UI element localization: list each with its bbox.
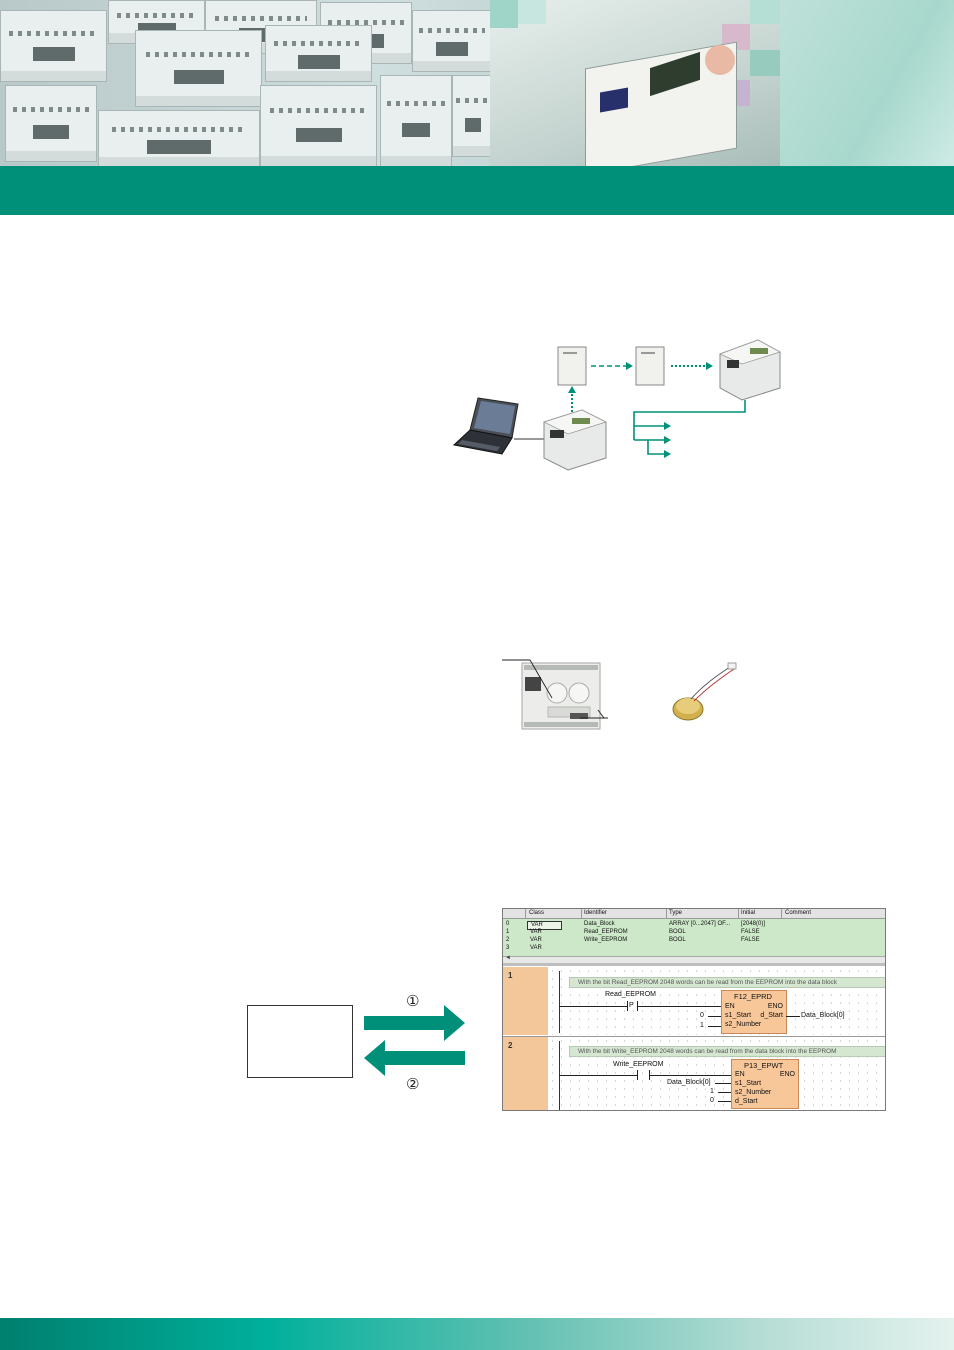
block-name: P13_EPWT [744,1061,784,1070]
function-block-p13-epwt[interactable]: P13_EPWT EN ENO s1_Start s2_Number d_Sta… [731,1059,799,1109]
write-arrow-left [364,1040,465,1076]
input-value: 1 [710,1088,714,1095]
class-cell[interactable]: VAR [527,921,562,930]
pin-d-start: d_Start [760,1012,783,1019]
network-number: 2 [508,1041,513,1050]
ladder-network-2[interactable]: 2 With the bit Write_EEPROM 2048 words c… [503,1036,885,1110]
pin-eno: ENO [779,1071,795,1078]
banner-product-photo [490,0,780,176]
type-cell[interactable]: BOOL [669,929,686,935]
programming-software-window: Class Identifier Type Initial Comment 0 … [502,908,886,1111]
left-power-rail [559,1041,560,1110]
contact-label: Write_EEPROM [613,1061,664,1068]
column-header-initial: Initial [741,910,756,916]
output-variable: Data_Block[0] [801,1012,845,1019]
memory-unit-icon [557,346,587,386]
row-number: 2 [506,937,510,943]
type-cell[interactable]: ARRAY [0...2047] OF... [669,921,731,927]
initial-cell[interactable]: FALSE [741,929,760,935]
column-header-comment: Comment [785,910,812,916]
block-name: F12_EPRD [734,992,772,1001]
pin-eno: ENO [767,1003,783,1010]
header-title-bar [0,166,954,215]
class-cell[interactable]: VAR [530,945,542,951]
network-number: 1 [508,971,513,980]
row-number: 1 [506,929,510,935]
memory-unit-icon [635,346,665,386]
class-cell[interactable]: VAR [530,929,542,935]
identifier-cell[interactable]: Read_EEPROM [584,929,628,935]
identifier-cell[interactable]: Write_EEPROM [584,937,628,943]
pin-s1-start: s1_Start [725,1012,752,1019]
column-header-identifier: Identifier [584,910,608,916]
pin-s2-number: s2_Number [735,1089,772,1096]
pane-splitter[interactable] [503,963,885,966]
plc-unit-icon [542,409,608,471]
step-2-label: ② [406,1075,420,1093]
laptop-icon [452,397,519,455]
plc-unit-icon [718,339,782,401]
eeprom-box [247,1005,353,1078]
battery-icon [672,662,737,721]
read-arrow-right [364,1005,465,1041]
initial-cell[interactable]: FALSE [741,937,760,943]
table-row[interactable]: 3 VAR [503,945,885,953]
class-cell[interactable]: VAR [530,937,542,943]
table-row[interactable]: 2 VAR Write_EEPROM BOOL FALSE [503,937,885,945]
contact-symbol: P [629,1002,634,1009]
scroll-left-icon[interactable]: ◄ [505,955,511,961]
network-number-cell: 2 [503,1037,548,1110]
column-header-class: Class [529,910,545,916]
memory-transfer-diagram [452,339,782,471]
step-1-label: ① [406,992,420,1010]
identifier-cell[interactable]: Data_Block [584,921,615,927]
backup-battery-figure [502,659,737,730]
column-header-type: Type [669,910,683,916]
initial-cell[interactable]: [2048(0)] [741,921,766,927]
horizontal-scrollbar[interactable]: ◄ [503,955,885,963]
pin-d-start: d_Start [735,1098,758,1105]
input-value: 1 [700,1022,704,1029]
row-number: 0 [506,921,510,927]
input-value: Data_Block[0] [667,1079,711,1086]
ladder-network-1[interactable]: 1 With the bit Read_EEPROM 2048 words ca… [503,967,885,1035]
type-cell[interactable]: BOOL [669,937,686,943]
network-number-cell: 1 [503,967,548,1035]
table-row[interactable]: 1 VAR Read_EEPROM BOOL FALSE [503,929,885,937]
pin-en: EN [735,1071,745,1078]
pin-en: EN [725,1003,735,1010]
table-header: Class Identifier Type Initial Comment [503,909,885,919]
banner-gradient-panel [780,0,954,166]
network-comment: With the bit Read_EEPROM 2048 words can … [569,977,885,988]
network-comment: With the bit Write_EEPROM 2048 words can… [569,1046,885,1057]
variable-declaration-table: Class Identifier Type Initial Comment 0 … [503,909,885,960]
left-power-rail [559,971,560,1033]
plc-unit-icon [521,662,601,730]
function-block-f12-eprd[interactable]: F12_EPRD EN ENO s1_Start d_Start s2_Numb… [721,990,787,1034]
footer-gradient-bar [0,1318,954,1350]
input-value: 0 [710,1097,714,1104]
table-row[interactable]: 0 VAR Data_Block ARRAY [0...2047] OF... … [503,921,885,930]
row-number: 3 [506,945,510,951]
pin-s2-number: s2_Number [725,1021,762,1028]
contact-label: Read_EEPROM [605,991,656,998]
input-value: 0 [700,1012,704,1019]
pin-s1-start: s1_Start [735,1080,762,1087]
